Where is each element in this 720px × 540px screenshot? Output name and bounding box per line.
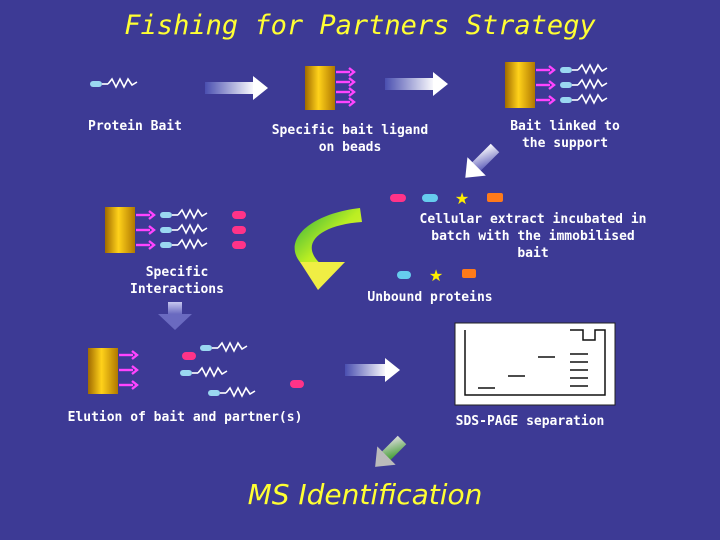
protein-bait-label: Protein Bait xyxy=(88,119,182,134)
unbound-proteins-label: Unbound proteins xyxy=(367,290,493,305)
sds-page-label: SDS-PAGE separation xyxy=(455,414,605,429)
arrow-icon xyxy=(465,143,500,178)
diagram-title: Fishing for Partners Strategy xyxy=(124,10,596,41)
protein-bait-molecule xyxy=(89,78,138,88)
bead-with-ligand xyxy=(305,66,356,110)
gel-icon xyxy=(454,322,616,406)
bead-with-partners xyxy=(105,207,246,253)
star-icon: ★ xyxy=(429,266,443,285)
arrow-icon xyxy=(158,302,192,330)
cellular-extract-proteins: ★ xyxy=(390,189,503,208)
arrow-icon xyxy=(385,78,435,90)
ms-identification-label: MS Identification xyxy=(247,478,483,511)
bead-icon xyxy=(305,66,335,110)
specific-ligand-label: Specific bait ligand on beads xyxy=(271,123,429,155)
curved-arrow-icon xyxy=(294,208,362,290)
bait-linked-label: Bait linked to the support xyxy=(510,119,620,151)
bait-linked-to-support xyxy=(505,62,608,108)
arrow-icon xyxy=(345,364,387,376)
unbound-proteins: ★ xyxy=(397,266,476,285)
arrow-icon xyxy=(205,82,255,94)
bead-icon xyxy=(505,62,535,108)
eluted-bead xyxy=(88,348,139,394)
elution-label: Elution of bait and partner(s) xyxy=(67,410,303,425)
cellular-extract-label: Cellular extract incubated in batch with… xyxy=(419,212,647,261)
specific-interactions-label: Specific Interactions xyxy=(130,265,224,297)
arrow-icon xyxy=(253,76,268,100)
bead-icon xyxy=(88,348,118,394)
eluted-bait-and-partners xyxy=(179,342,304,397)
star-icon: ★ xyxy=(455,189,469,208)
arrow-icon xyxy=(375,435,407,467)
bead-icon xyxy=(105,207,135,253)
arrow-icon xyxy=(385,358,400,382)
arrow-icon xyxy=(433,72,448,96)
